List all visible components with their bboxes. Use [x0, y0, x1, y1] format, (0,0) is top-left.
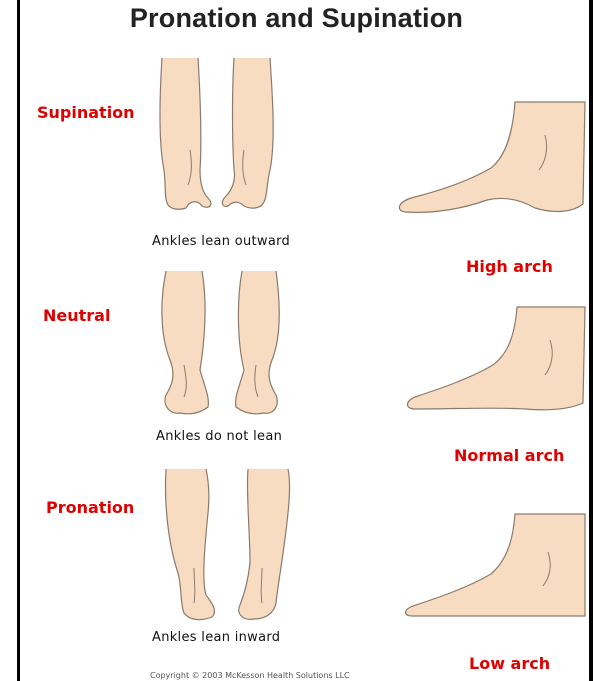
arch-label-normal: Normal arch — [454, 446, 564, 465]
foot-high-arch-illustration — [395, 100, 590, 220]
row-label-supination: Supination — [37, 103, 135, 122]
arch-label-low: Low arch — [469, 654, 550, 673]
legs-neutral-illustration — [150, 265, 310, 430]
copyright-notice: Copyright © 2003 McKesson Health Solutio… — [150, 671, 350, 680]
row-label-neutral: Neutral — [43, 306, 110, 325]
legs-pronation-illustration — [150, 463, 310, 635]
left-border — [17, 0, 20, 681]
caption-supination: Ankles lean outward — [152, 234, 290, 249]
arch-label-high: High arch — [466, 257, 553, 276]
caption-neutral: Ankles do not lean — [156, 429, 282, 444]
legs-supination-illustration — [150, 50, 310, 235]
row-label-pronation: Pronation — [46, 498, 134, 517]
foot-low-arch-illustration — [403, 512, 590, 620]
diagram-title: Pronation and Supination — [0, 3, 593, 34]
foot-normal-arch-illustration — [405, 305, 590, 415]
